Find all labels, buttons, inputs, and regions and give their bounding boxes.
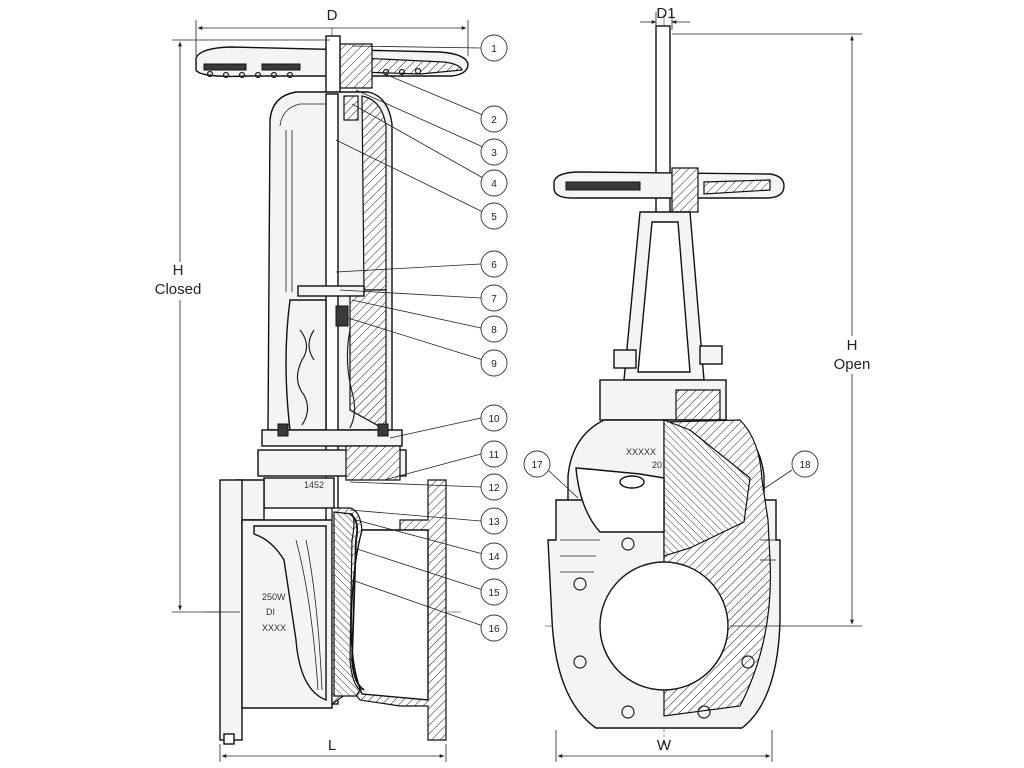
callout-17: 17 — [523, 450, 551, 478]
material-marking: DI — [266, 607, 275, 617]
callout-11: 11 — [480, 440, 508, 468]
svg-text:12: 12 — [488, 483, 500, 494]
h-closed-label-closed: Closed — [155, 281, 202, 298]
svg-text:13: 13 — [488, 517, 500, 528]
svg-text:10: 10 — [488, 414, 500, 425]
dimension-d1-label: D1 — [656, 5, 675, 22]
svg-text:7: 7 — [491, 294, 497, 305]
svg-text:14: 14 — [488, 552, 500, 563]
svg-text:1: 1 — [491, 44, 497, 55]
h-closed-label-h: H — [173, 262, 184, 279]
dimension-h-open: H Open — [672, 33, 880, 627]
callout-1: 1 — [480, 34, 508, 62]
side-code-marking: XXXXX — [626, 447, 656, 457]
dimension-d: D — [195, 7, 469, 56]
callout-7: 7 — [480, 284, 508, 312]
svg-text:15: 15 — [488, 588, 500, 599]
svg-text:2: 2 — [491, 115, 497, 126]
dimension-h-closed: H Closed — [150, 39, 330, 613]
callout-8: 8 — [480, 315, 508, 343]
dimension-d-label: D — [327, 7, 338, 24]
handwheel — [195, 35, 469, 97]
callout-4: 4 — [480, 169, 508, 197]
pressure-marking: 250W — [262, 592, 286, 602]
dimension-w: W — [555, 730, 773, 762]
svg-text:18: 18 — [799, 460, 811, 471]
callout-10: 10 — [480, 404, 508, 432]
callout-12: 12 — [480, 473, 508, 501]
svg-text:16: 16 — [488, 624, 500, 635]
svg-text:8: 8 — [491, 325, 497, 336]
callout-15: 15 — [480, 578, 508, 606]
callout-14: 14 — [480, 542, 508, 570]
body-number-marking: 1452 — [304, 480, 324, 490]
h-open-label-h: H — [847, 337, 858, 354]
callout-2: 2 — [480, 105, 508, 133]
callout-bubbles: 1 2 3 4 5 6 7 8 9 10 11 12 13 14 15 16 1… — [480, 34, 819, 642]
svg-text:11: 11 — [489, 450, 500, 461]
dimension-d1: D1 — [640, 5, 690, 30]
svg-text:3: 3 — [491, 148, 497, 159]
dimension-l-label: L — [328, 737, 336, 754]
dimension-w-label: W — [657, 737, 672, 754]
svg-text:9: 9 — [491, 359, 497, 370]
callout-16: 16 — [480, 614, 508, 642]
svg-text:5: 5 — [491, 212, 497, 223]
h-open-label-open: Open — [834, 356, 871, 373]
dimension-l: L — [219, 737, 447, 762]
callout-3: 3 — [480, 138, 508, 166]
code-marking: XXXX — [262, 623, 286, 633]
callout-6: 6 — [480, 250, 508, 278]
side-size-marking: 20 — [652, 460, 662, 470]
svg-text:17: 17 — [531, 460, 543, 471]
closed-section-view: 1452 250W DI XXXX — [195, 28, 469, 745]
svg-text:6: 6 — [491, 260, 497, 271]
callout-leaders — [335, 45, 484, 627]
callout-5: 5 — [480, 202, 508, 230]
svg-text:4: 4 — [491, 179, 497, 190]
callout-18: 18 — [791, 450, 819, 478]
open-side-view: XXXXX 20 — [545, 14, 785, 745]
callout-9: 9 — [480, 349, 508, 377]
callout-13: 13 — [480, 507, 508, 535]
